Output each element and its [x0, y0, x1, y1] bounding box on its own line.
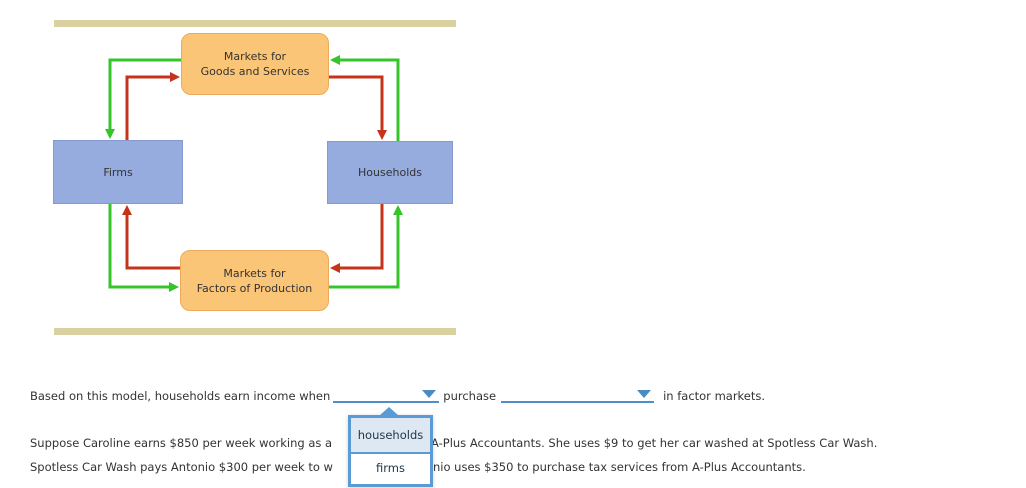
open-dropdown-list[interactable]: households firms: [348, 407, 433, 487]
markets-goods-label-line1: Markets for: [223, 50, 287, 63]
money-flow-arrows: [104, 54, 404, 293]
q3-line2-left: Spotless Car Wash pays Antonio $300 per …: [30, 460, 333, 474]
top-divider-bar: [54, 20, 456, 27]
bottom-divider-bar: [54, 328, 456, 335]
flow-arrows: [104, 54, 404, 293]
households-box: Households: [327, 141, 453, 204]
markets-goods-services-box: Markets for Goods and Services: [181, 33, 329, 95]
dropdown-option-households[interactable]: households: [351, 418, 430, 452]
answer-dropdown-blank-2[interactable]: [501, 386, 655, 403]
q2-line1-left: Suppose Caroline earns $850 per week wor…: [30, 436, 333, 450]
question-sentence-1: Based on this model, households earn inc…: [30, 386, 1026, 403]
q1-text-before: Based on this model, households earn inc…: [30, 389, 331, 403]
households-label: Households: [358, 166, 422, 179]
q3-line2-right: nio uses $350 to purchase tax services f…: [433, 460, 806, 474]
markets-goods-label-line2: Goods and Services: [200, 65, 310, 78]
dropdown-arrow-icon[interactable]: [422, 390, 437, 398]
dropdown-arrow-icon[interactable]: [637, 390, 652, 398]
markets-factors-box: Markets for Factors of Production: [180, 250, 329, 311]
dropdown-caret-icon: [380, 407, 398, 415]
dropdown-option-firms[interactable]: firms: [351, 452, 430, 482]
answer-dropdown-blank-1[interactable]: [333, 386, 440, 403]
circular-flow-diagram: Markets for Goods and Services Firms Hou…: [0, 0, 470, 340]
q1-text-middle: purchase: [443, 389, 497, 403]
resource-flow-arrows: [121, 71, 388, 274]
markets-factors-label-line1: Markets for: [223, 266, 286, 280]
q1-text-after: in factor markets.: [663, 389, 766, 403]
markets-factors-label-line2: Factors of Production: [196, 281, 313, 295]
firms-label: Firms: [103, 165, 133, 179]
q2-line1-right: A-Plus Accountants. She uses $9 to get h…: [431, 436, 878, 450]
firms-box: Firms: [53, 140, 183, 204]
